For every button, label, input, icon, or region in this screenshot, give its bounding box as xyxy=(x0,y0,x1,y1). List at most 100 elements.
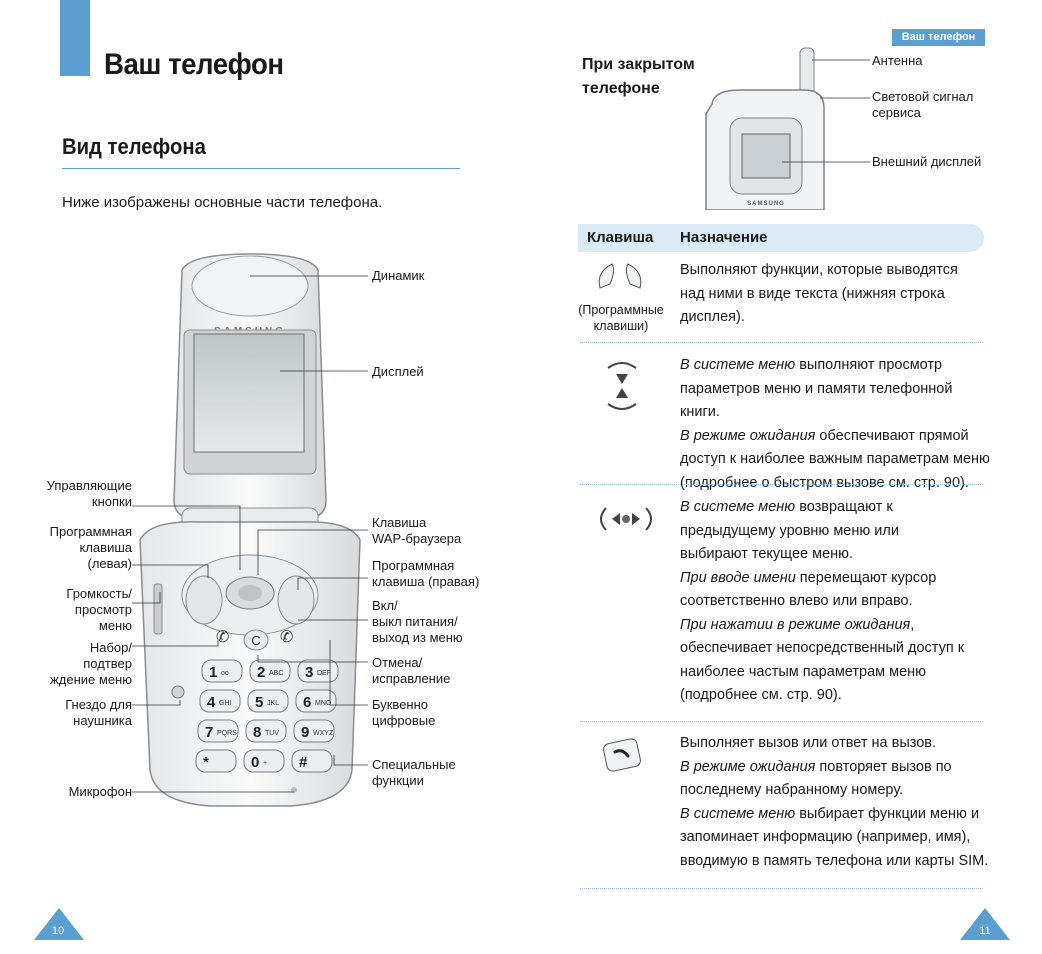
row-divider xyxy=(580,721,983,722)
page-number-tab-right: 11 xyxy=(960,908,1010,940)
keypad-key: 7 PQRS xyxy=(197,719,239,743)
page-number-left: 10 xyxy=(52,925,64,937)
desc-line: запоминает информацию (например, имя), xyxy=(680,826,990,850)
row-desc-up-down: В системе меню выполняют просмотр парамет… xyxy=(680,354,990,495)
desc-line: В системе меню возвращают к xyxy=(680,496,990,520)
send-key-icon xyxy=(603,738,641,772)
desc-line: (подробнее см. стр. 90). xyxy=(680,684,990,708)
header-badge: Ваш телефон xyxy=(892,29,985,46)
key-letters: + xyxy=(263,760,267,767)
key-digit: # xyxy=(299,754,308,771)
c-key-glyph: C xyxy=(251,633,260,648)
key-letters: oo xyxy=(221,670,229,677)
desc-text: (подробнее см. стр. 90). xyxy=(680,687,842,703)
desc-text: обеспечивает непосредственный доступ к xyxy=(680,640,965,656)
key-digit: 1 xyxy=(209,664,217,681)
keypad-key: 1 oo xyxy=(201,659,243,683)
desc-text: доступ к наиболее важным параметрам меню xyxy=(680,451,990,467)
soft-keys-icon xyxy=(598,263,642,289)
key-digit: 9 xyxy=(301,724,309,741)
row-desc-send-key: Выполняет вызов или ответ на вызов. В реж… xyxy=(680,732,990,873)
desc-text: соответственно влево или вправо. xyxy=(680,593,913,609)
desc-line: обеспечивает непосредственный доступ к xyxy=(680,637,990,661)
desc-italic-text: В системе меню xyxy=(680,499,796,515)
row-desc-soft-keys: Выполняют функции, которые выводятся над … xyxy=(680,259,990,330)
key-letters: PQRS xyxy=(217,730,237,737)
key-digit: 3 xyxy=(305,664,313,681)
desc-italic-text: При вводе имени xyxy=(680,569,796,586)
desc-italic-text: При нажатии в режиме ожидания xyxy=(680,616,911,633)
keypad-key: # xyxy=(291,749,333,773)
desc-text: выполняют просмотр xyxy=(795,357,943,373)
label-external-display: Внешний дисплей xyxy=(872,154,982,169)
keypad-key: * xyxy=(195,749,237,773)
key-letters: TUV xyxy=(265,730,279,737)
desc-line: При вводе имени перемещают курсор xyxy=(680,567,990,591)
page-number-tab-left: 10 xyxy=(34,908,84,940)
desc-line: выбирают текущее меню. xyxy=(680,543,990,567)
desc-line: В системе меню выбирает функции меню и xyxy=(680,803,990,827)
desc-line: В режиме ожидания повторяет вызов по xyxy=(680,756,990,780)
desc-text: наиболее частым параметрам меню xyxy=(680,663,927,680)
desc-line: соответственно влево или вправо. xyxy=(680,590,990,614)
key-letters: GHI xyxy=(219,700,232,707)
desc-text: Выполняют функции, которые выводятся xyxy=(680,262,958,278)
key-digit: 5 xyxy=(255,694,263,711)
open-phone-illustration: SAMSUNG ✆ ✆ C 1oo2ABC3DEF4GHI5JKL6MNO7PQ… xyxy=(139,253,361,807)
desc-text: дисплея). xyxy=(680,309,745,325)
keypad-key: 0+ xyxy=(243,749,285,773)
desc-line: вводимую в память телефона или карты SIM… xyxy=(680,850,990,874)
desc-line: В режиме ожидания обеспечивают прямой xyxy=(680,425,990,449)
key-digit: * xyxy=(203,754,209,771)
label-speaker: Динамик xyxy=(372,268,425,283)
desc-line: (подробнее о быстром вызове см. стр. 90)… xyxy=(680,472,990,496)
key-letters: MNO xyxy=(315,700,332,707)
key-letters: JKL xyxy=(267,700,279,707)
desc-text: вводимую в память телефона или карты SIM… xyxy=(680,852,989,869)
keypad-key: 3 DEF xyxy=(297,659,339,683)
desc-text: параметров меню и памяти телефонной книг… xyxy=(680,380,953,421)
desc-line: над ними в виде текста (нижняя строка xyxy=(680,283,990,307)
desc-italic-text: В системе меню xyxy=(680,357,796,373)
desc-text: выбирают текущее меню. xyxy=(680,546,854,562)
keypad-key: 5 JKL xyxy=(247,689,289,713)
desc-line: доступ к наиболее важным параметрам меню xyxy=(680,448,990,472)
title-accent-bar xyxy=(60,0,90,76)
desc-text: Выполняет вызов или ответ на вызов. xyxy=(680,735,937,751)
row-divider xyxy=(580,342,983,343)
key-letters: DEF xyxy=(317,670,331,677)
intro-text: Ниже изображены основные части телефона. xyxy=(62,194,383,211)
desc-line: дисплея). xyxy=(680,306,990,330)
page-title: Ваш телефон xyxy=(104,48,284,81)
desc-text: выбирает функции меню и xyxy=(795,805,980,822)
desc-italic-text: В системе меню xyxy=(680,805,796,822)
desc-text: обеспечивают прямой xyxy=(815,427,969,444)
key-digit: 7 xyxy=(205,724,213,741)
table-header: Клавиша Назначение xyxy=(578,224,984,252)
up-down-nav-icon xyxy=(607,362,637,410)
closed-callout-lines xyxy=(782,59,870,163)
key-digit: 0 xyxy=(251,754,259,771)
keypad-key: 8 TUV xyxy=(245,719,287,743)
desc-line: наиболее частым параметрам меню xyxy=(680,661,990,685)
label-display: Дисплей xyxy=(372,364,424,379)
desc-line: Выполняют функции, которые выводятся xyxy=(680,259,990,283)
closed-phone-illustration: SAMSUNG xyxy=(705,47,825,210)
desc-text: последнему набранному номеру. xyxy=(680,782,904,798)
key-digit: 8 xyxy=(253,724,261,741)
